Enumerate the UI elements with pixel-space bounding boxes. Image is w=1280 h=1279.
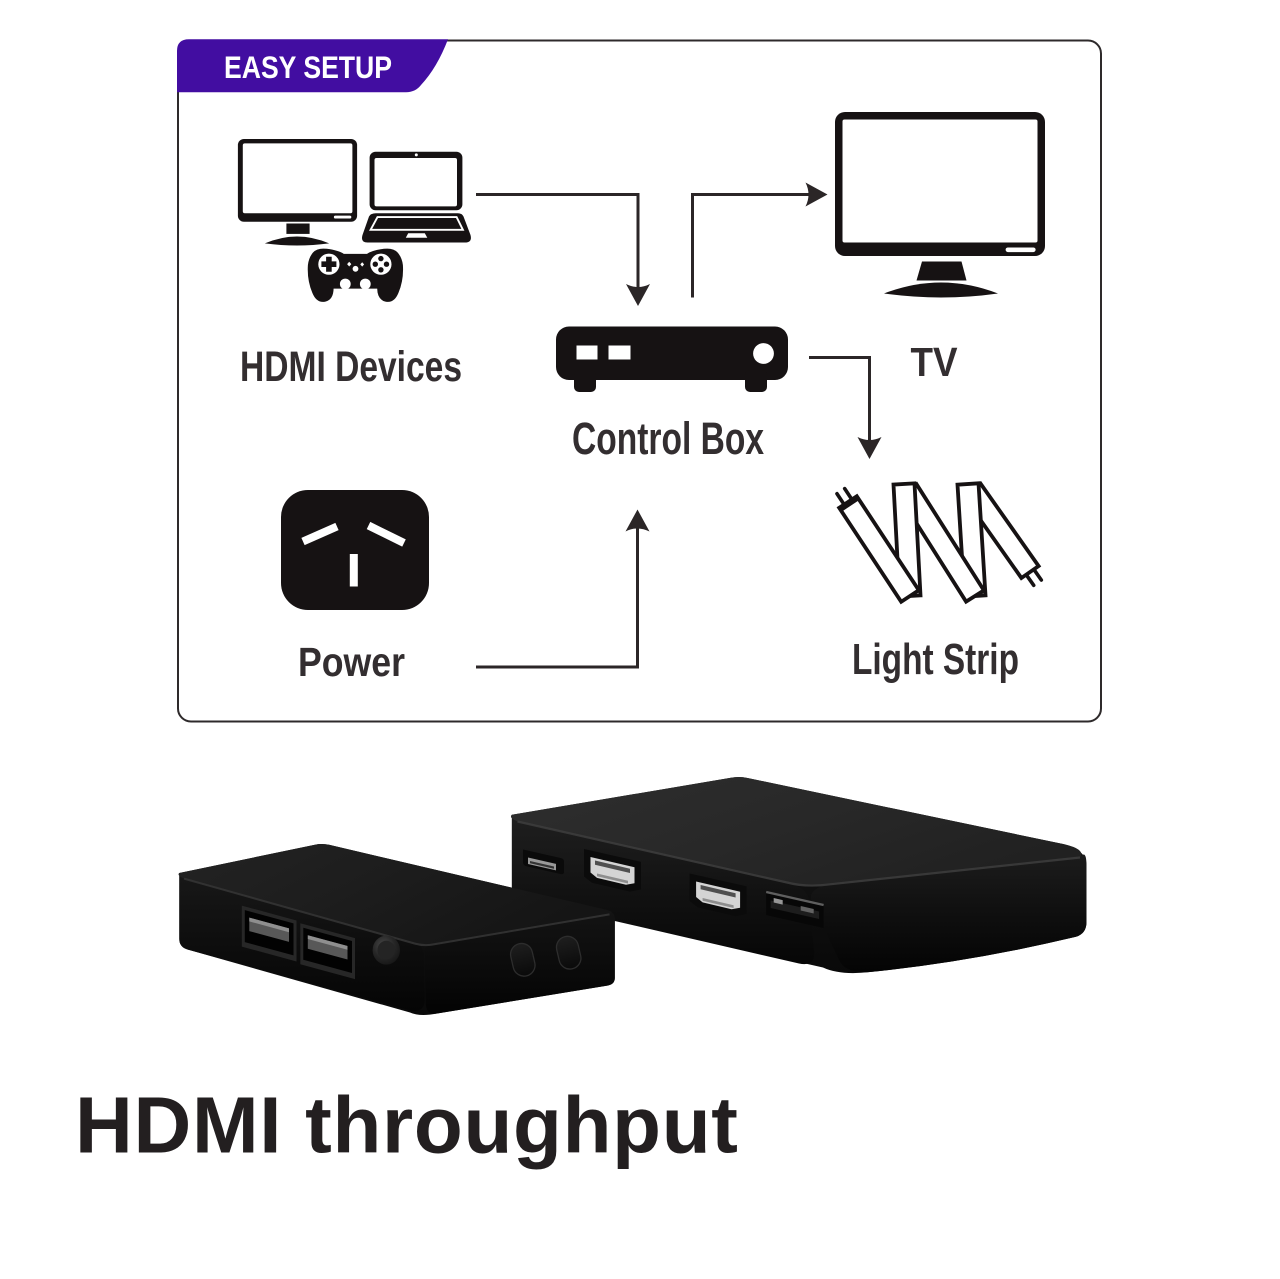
svg-text:Power: Power: [298, 639, 405, 685]
svg-text:HDMI Devices: HDMI Devices: [240, 343, 462, 391]
svg-text:EASY SETUP: EASY SETUP: [224, 49, 392, 85]
svg-text:HDMI throughput: HDMI throughput: [75, 1081, 739, 1170]
svg-text:Control Box: Control Box: [572, 413, 764, 464]
svg-text:Light Strip: Light Strip: [852, 636, 1019, 684]
svg-text:TV: TV: [911, 339, 959, 385]
